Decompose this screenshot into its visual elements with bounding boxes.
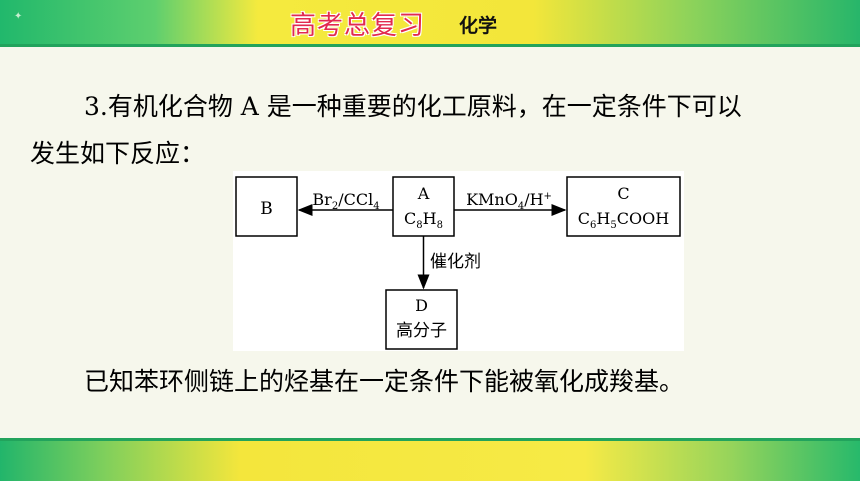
box-a-label: A <box>417 184 430 203</box>
question-note: 已知苯环侧链上的烃基在一定条件下能被氧化成羧基。 <box>84 367 685 396</box>
header-subject: 化学 <box>459 15 498 37</box>
reagent-down: 催化剂 <box>430 252 481 272</box>
box-c-formula: C6H5COOH <box>578 209 669 231</box>
header-decoration: ✦ <box>14 11 23 22</box>
header-band <box>0 0 860 44</box>
header-title: 高考总复习 <box>290 11 426 41</box>
box-a-formula: C8H8 <box>404 209 443 231</box>
footer-divider <box>0 438 860 441</box>
box-b-label: B <box>260 199 273 219</box>
box-c <box>566 176 681 237</box>
box-d-label: D <box>415 296 428 315</box>
question-line-2: 发生如下反应： <box>30 139 206 168</box>
box-b <box>235 176 298 237</box>
question-line-1: 3.有机化合物 A 是一种重要的化工原料，在一定条件下可以 <box>84 92 742 121</box>
box-c-label: C <box>617 184 629 203</box>
box-a <box>392 176 455 237</box>
footer-band <box>0 441 860 481</box>
reagent-right: KMnO4/H+ <box>466 190 552 212</box>
reagent-left: Br2/CCl4 <box>312 190 379 212</box>
box-d-sublabel: 高分子 <box>396 321 447 341</box>
box-d <box>385 289 458 350</box>
header-divider <box>0 44 860 47</box>
